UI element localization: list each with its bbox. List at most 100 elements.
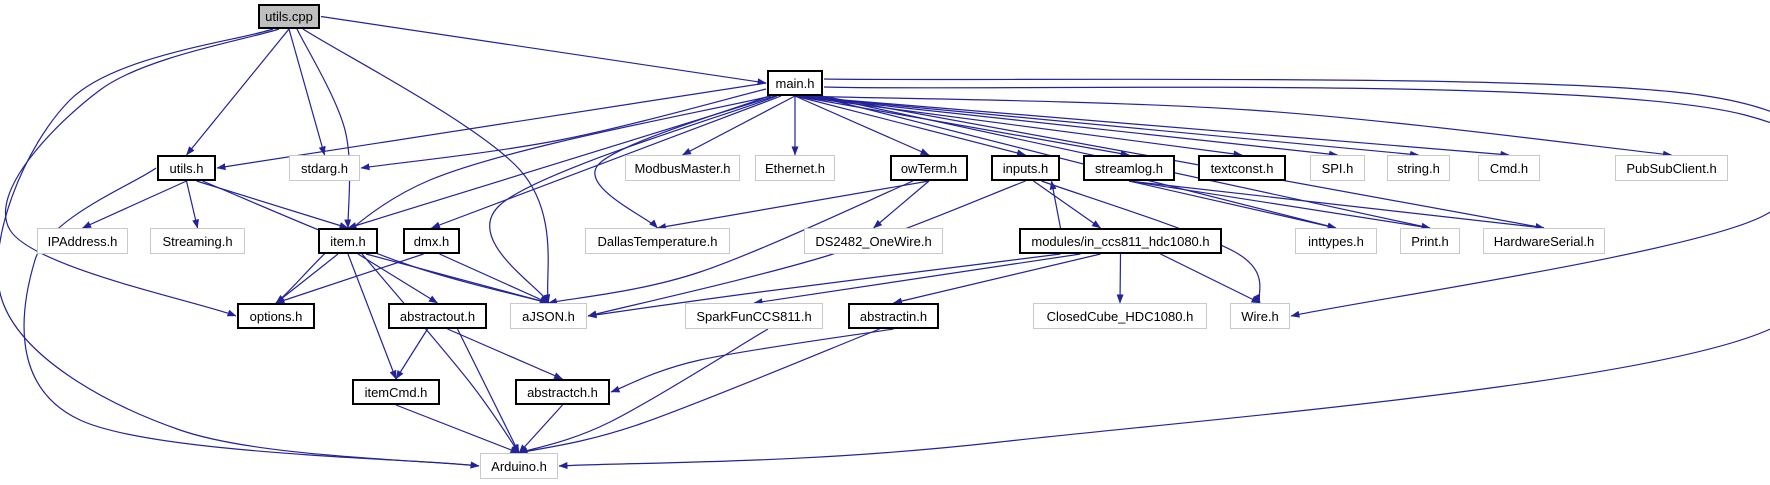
node-inputs-h[interactable]: inputs.h (991, 155, 1060, 181)
node-label: Wire.h (1241, 308, 1279, 324)
node-streaming-h: Streaming.h (150, 228, 245, 254)
include-edge (794, 95, 1243, 158)
node-abstractout-h[interactable]: abstractout.h (388, 303, 487, 329)
include-edge (1160, 253, 1261, 304)
node-options-h[interactable]: options.h (237, 303, 315, 329)
node-label: Print.h (1411, 233, 1449, 249)
node-ds2482-onewire-h: DS2482_OneWire.h (804, 228, 943, 254)
node-modules-in-ccs811-hdc1080-h[interactable]: modules/in_ccs811_hdc1080.h (1019, 228, 1222, 254)
include-edge (753, 253, 1081, 306)
include-edge (820, 95, 1545, 230)
include-edge (657, 180, 930, 230)
node-label: dmx.h (413, 233, 450, 249)
node-label: Ethernet.h (765, 160, 825, 176)
include-edge (587, 253, 1061, 319)
node-main-h[interactable]: main.h (767, 70, 823, 96)
include-edge (296, 28, 352, 229)
include-edge (302, 28, 551, 304)
include-edge (288, 28, 326, 156)
node-pubsubclient-h: PubSubClient.h (1615, 155, 1728, 181)
include-edge (610, 328, 894, 393)
node-spi-h: SPI.h (1310, 155, 1365, 181)
node-label: owTerm.h (900, 160, 958, 176)
include-edge (361, 253, 520, 454)
include-edge (489, 95, 778, 304)
include-edge (1033, 180, 1101, 229)
include-edge (814, 95, 1337, 230)
node-label: inputs.h (1002, 160, 1049, 176)
node-utils-cpp: utils.cpp (258, 4, 320, 29)
include-edge (587, 180, 1026, 318)
node-label: utils.h (169, 160, 204, 176)
node-label: modules/in_ccs811_hdc1080.h (1031, 233, 1210, 249)
node-ajson-h: aJSON.h (510, 303, 587, 329)
node-label: textconst.h (1210, 160, 1274, 176)
node-itemcmd-h[interactable]: itemCmd.h (352, 379, 440, 405)
include-edge (275, 95, 772, 304)
include-edge (794, 95, 1672, 158)
node-abstractin-h[interactable]: abstractin.h (848, 303, 939, 329)
node-owterm-h[interactable]: owTerm.h (890, 155, 968, 181)
node-ipaddress-h: IPAddress.h (37, 228, 128, 254)
include-edge (320, 15, 767, 86)
include-edge (594, 95, 770, 229)
node-item-h[interactable]: item.h (318, 228, 378, 254)
include-edge (794, 95, 930, 156)
include-edge (439, 253, 549, 304)
node-label: string.h (1397, 160, 1440, 176)
include-edge (347, 253, 397, 380)
node-ethernet-h: Ethernet.h (755, 155, 835, 181)
include-edge (873, 180, 930, 229)
node-label: ModbusMaster.h (634, 160, 731, 176)
include-edge (518, 328, 769, 454)
include-edge (1049, 180, 1062, 229)
node-dmx-h[interactable]: dmx.h (403, 228, 460, 254)
include-edge (275, 253, 339, 304)
include-edge (357, 253, 438, 304)
node-cmd-h: Cmd.h (1478, 155, 1540, 181)
include-edge (823, 78, 1770, 318)
node-label: SparkFunCCS811.h (696, 308, 812, 324)
node-utils-h[interactable]: utils.h (157, 155, 216, 181)
node-label: PubSubClient.h (1626, 160, 1717, 176)
include-edge (893, 253, 1101, 305)
include-edge (82, 180, 187, 229)
node-label: SPI.h (1321, 160, 1354, 176)
include-edge (395, 404, 520, 454)
include-edge (456, 328, 520, 454)
node-streamlog-h[interactable]: streamlog.h (1083, 155, 1175, 181)
node-textconst-h[interactable]: textconst.h (1198, 155, 1286, 181)
node-label: Streaming.h (162, 233, 233, 249)
include-edge (518, 328, 880, 455)
node-label: options.h (249, 308, 303, 324)
node-label: item.h (330, 233, 366, 249)
include-edge (794, 95, 1510, 158)
include-edge (447, 328, 563, 380)
include-edge (794, 95, 1338, 158)
node-label: inttypes.h (1308, 233, 1364, 249)
node-label: abstractin.h (859, 308, 928, 324)
node-modbusmaster-h: ModbusMaster.h (625, 155, 740, 181)
include-edge (185, 180, 199, 229)
include-edge (794, 95, 1419, 158)
node-stdarg-h: stdarg.h (289, 155, 360, 181)
node-sparkfunccs811-h: SparkFunCCS811.h (685, 303, 823, 329)
node-label: HardwareSerial.h (1493, 233, 1595, 249)
node-label: main.h (775, 75, 815, 91)
node-abstractch-h[interactable]: abstractch.h (515, 379, 610, 405)
include-edge (518, 404, 563, 454)
node-label: aJSON.h (522, 308, 575, 324)
include-edge (216, 82, 767, 171)
node-closedcube-hdc1080-h: ClosedCube_HDC1080.h (1033, 303, 1207, 329)
node-label: Cmd.h (1489, 160, 1529, 176)
include-edge (431, 95, 782, 229)
include-edge (794, 95, 1130, 157)
include-edge (1128, 180, 1545, 231)
include-edge (682, 95, 796, 156)
include-edge (794, 95, 1026, 157)
node-string-h: string.h (1387, 155, 1450, 181)
node-label: abstractch.h (527, 384, 598, 400)
node-label: DS2482_OneWire.h (815, 233, 932, 249)
